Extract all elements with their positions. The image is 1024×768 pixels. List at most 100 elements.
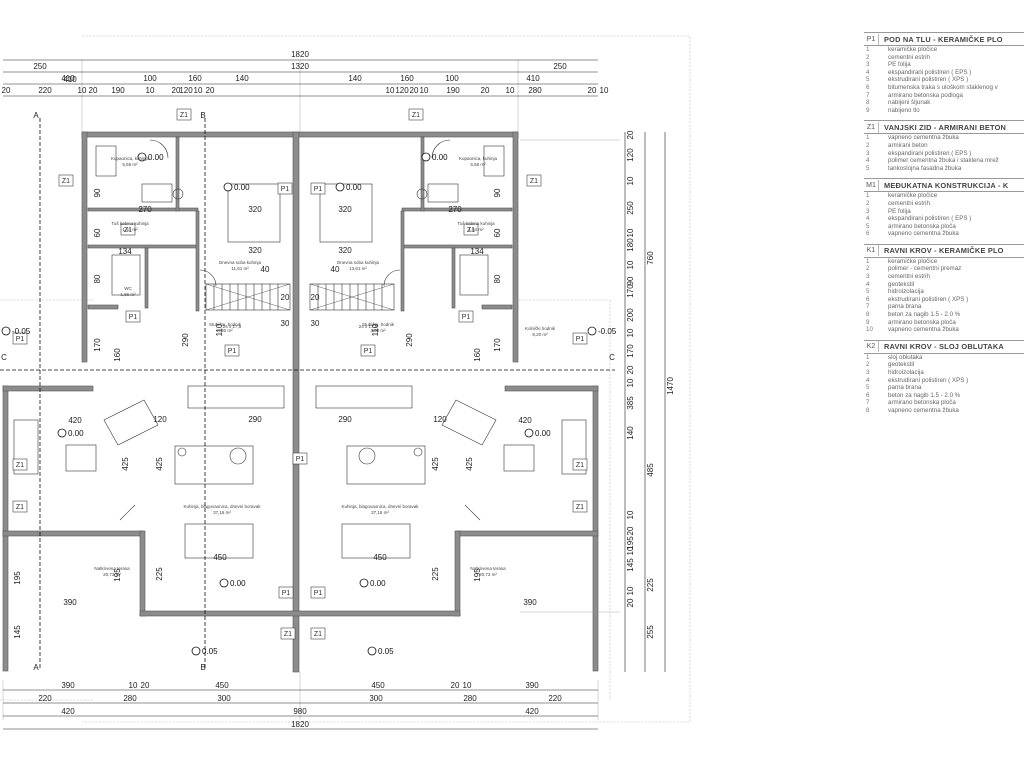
level-8: 0.00 bbox=[230, 579, 246, 588]
legend-item-text: PE folija bbox=[888, 61, 911, 69]
bottom-dim-row1-5: 20 bbox=[451, 681, 460, 690]
level-2: 0.00 bbox=[234, 183, 250, 192]
interior-dim-0: 270 bbox=[138, 205, 152, 214]
interior-dim-33: 195 bbox=[113, 568, 122, 582]
floor-tag-box bbox=[278, 586, 294, 599]
legend-item-text: armirano betonska ploča bbox=[888, 318, 956, 326]
right-dim-col1-20: 145 bbox=[626, 558, 635, 572]
top-dim-row4-8: 10 bbox=[194, 86, 203, 95]
interior-dim-13: 425 bbox=[121, 457, 130, 471]
room-name-5: Dnevna soba kuhinja bbox=[337, 260, 380, 265]
interior-dim-32: 225 bbox=[431, 567, 440, 581]
legend-item-number: 5 bbox=[866, 76, 870, 84]
bottom-dim-row1-7: 390 bbox=[525, 681, 539, 690]
top-dim-row4-2: 10 bbox=[78, 86, 87, 95]
interior-dim-24: 160 bbox=[473, 348, 482, 362]
right-dim-col1-10: 10 bbox=[626, 328, 635, 337]
interior-dim-44: 90 bbox=[493, 188, 502, 197]
legend-item-text: vapneno cementna žbuka bbox=[888, 230, 959, 238]
top-dim-row3-5: 160 bbox=[400, 74, 414, 83]
right-dim-col1-2: 10 bbox=[626, 176, 635, 185]
legend-item-text: vapneno cementna žbuka bbox=[888, 406, 959, 414]
legend-item-text: hidroizolacija bbox=[888, 288, 924, 296]
top-dim-row4-17: 280 bbox=[528, 86, 542, 95]
legend-item-text: cementni estrih bbox=[888, 273, 930, 281]
bottom-dim-row2-1: 280 bbox=[123, 694, 137, 703]
bottom-dim-row2-2: 300 bbox=[217, 694, 231, 703]
stair-mark-0: 24 x 17,9 bbox=[223, 324, 242, 329]
level-9: 0.00 bbox=[370, 579, 386, 588]
interior-dim-6: 134 bbox=[118, 247, 132, 256]
floor-tag-21: P1 bbox=[314, 590, 323, 597]
interior-dim-8: 410 bbox=[63, 75, 77, 84]
legend-item-number: 1 bbox=[866, 353, 870, 361]
top-dim-row4-0: 20 bbox=[2, 86, 11, 95]
level-marker-icon bbox=[335, 182, 345, 192]
legend-item-number: 5 bbox=[866, 222, 870, 230]
floor-tag-3: Z1 bbox=[530, 178, 538, 185]
top-dim-row4-3: 20 bbox=[89, 86, 98, 95]
legend-item-number: 3 bbox=[866, 273, 870, 281]
right-dim-col1-12: 20 bbox=[626, 365, 635, 374]
legend-item-number: 1 bbox=[866, 46, 870, 53]
legend-item-number: 2 bbox=[866, 141, 870, 149]
level-6: 0.05 bbox=[202, 647, 218, 656]
legend-item-number: 8 bbox=[866, 99, 870, 107]
interior-dim-19: 390 bbox=[63, 598, 77, 607]
legend-item-text: keramičke pločice bbox=[888, 257, 938, 265]
room-name-9: Kolnički hodnik bbox=[525, 326, 556, 331]
right-dim-col-3: 1470 bbox=[666, 377, 675, 395]
interior-dim-31: 225 bbox=[155, 567, 164, 581]
right-dim-col1-9: 200 bbox=[626, 308, 635, 322]
legend-item-text: vapneno cementna žbuka bbox=[888, 326, 959, 334]
interior-dim-43: 90 bbox=[93, 188, 102, 197]
interior-dim-18: 450 bbox=[373, 553, 387, 562]
level-marker-icon bbox=[367, 646, 377, 656]
room-name-3: Dnevna soba kuhinja bbox=[219, 260, 262, 265]
room-area-0: 5,58 m² bbox=[122, 162, 138, 167]
bottom-dim-row2-3: 300 bbox=[369, 694, 383, 703]
top-dim-row-1: 1820 bbox=[291, 50, 309, 59]
legend-item-number: 1 bbox=[866, 134, 870, 142]
legend-title: POD NA TLU - KERAMIČKE PLO bbox=[884, 34, 1003, 44]
room-name-13: Natkrivena terasa bbox=[470, 566, 506, 571]
interior-dim-42: 60 bbox=[493, 228, 502, 237]
legend-item-text: ekstrudirani polistiren ( XPS ) bbox=[888, 76, 969, 84]
right-dim-col1-22: 20 bbox=[626, 598, 635, 607]
floor-tag-box bbox=[360, 344, 376, 357]
interior-dim-5: 320 bbox=[338, 246, 352, 255]
floor-tag-box bbox=[408, 108, 424, 121]
dimension-lines bbox=[3, 59, 666, 730]
legend-item-text: cementni estrih bbox=[888, 53, 930, 61]
room-area-13: 20,73 m² bbox=[479, 572, 497, 577]
legend-title: RAVNI KROV - KERAMIČKE PLO bbox=[884, 246, 1004, 256]
top-dim-row1-0: 1820 bbox=[291, 50, 309, 59]
interior-dim-34: 195 bbox=[473, 568, 482, 582]
right-dim-col1-18: 195 bbox=[626, 536, 635, 550]
legend-item-text: keramičke pločice bbox=[888, 192, 938, 200]
floor-tag-11: Z1 bbox=[314, 631, 322, 638]
top-dim-row4-12: 20 bbox=[410, 86, 419, 95]
bottom-dim-row1-0: 390 bbox=[61, 681, 75, 690]
stair-mark-1: 24 x 17,9 bbox=[359, 324, 378, 329]
legend-item-text: polimer - cementni premaz bbox=[888, 265, 962, 273]
floor-tag-box bbox=[176, 108, 192, 121]
